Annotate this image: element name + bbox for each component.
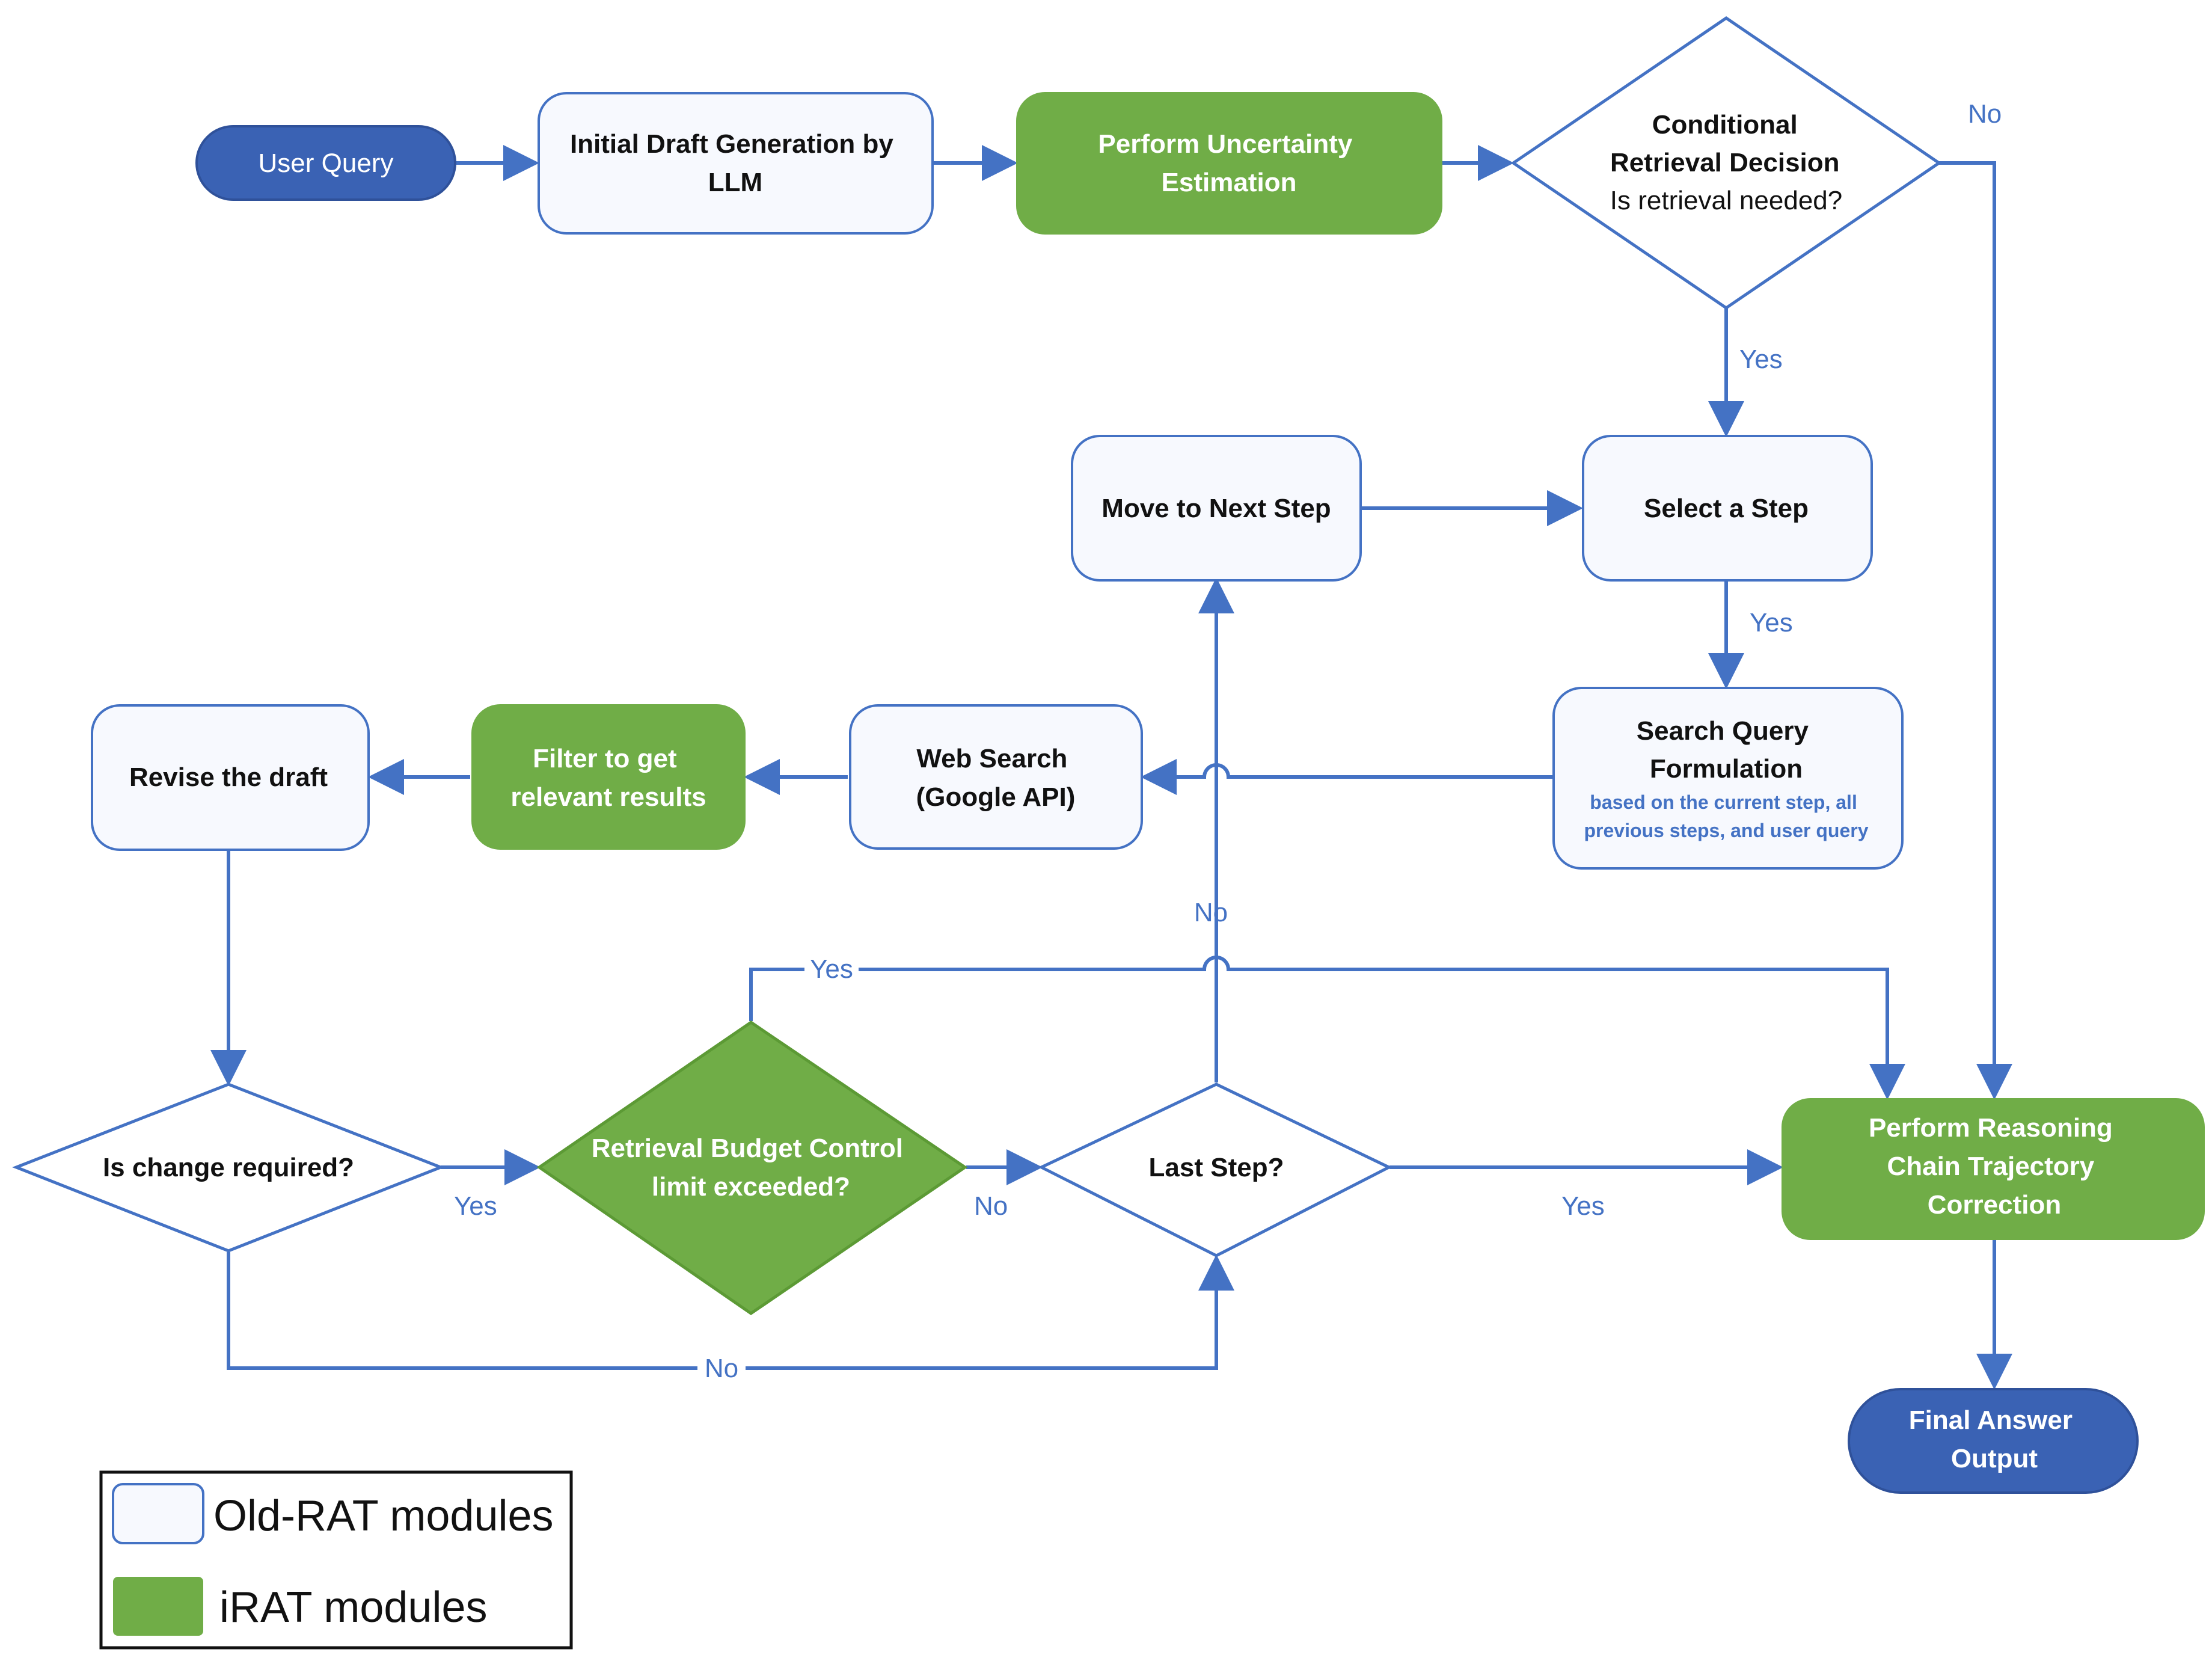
node-move-next-step: Move to Next Step xyxy=(1071,435,1362,582)
svg-text:Revise the draft: Revise the draft xyxy=(129,763,328,792)
node-last-step: Last Step? xyxy=(1038,1082,1392,1257)
node-label: Estimation xyxy=(1162,168,1297,197)
node-web-search: Web Search (Google API) xyxy=(849,704,1143,850)
node-label: Final Answer xyxy=(1909,1405,2073,1435)
node-label: Retrieval Budget Control xyxy=(592,1134,903,1163)
node-label: Chain Trajectory xyxy=(1887,1152,2094,1181)
edge-label-budget-yes: Yes xyxy=(810,954,853,984)
node-label: Select a Step xyxy=(1644,494,1809,523)
svg-text:Retrieval Budget Control: Retrieval Budget Control limit exceeded? xyxy=(592,1134,911,1202)
node-uncertainty: Perform Uncertainty Estimation xyxy=(1016,92,1442,235)
node-change-required: Is change required? xyxy=(12,1082,445,1253)
node-label: Initial Draft Generation by xyxy=(570,129,893,159)
node-filter: Filter to get relevant results xyxy=(471,704,746,850)
svg-text:Move to Next Step: Move to Next Step xyxy=(1101,494,1331,523)
node-label: Web Search xyxy=(916,744,1067,773)
node-label: Filter to get xyxy=(533,744,677,773)
edge-label-conditional-no: No xyxy=(1968,99,2002,129)
node-revise-draft: Revise the draft xyxy=(91,704,370,851)
edge-budget-yes-to-reasoning xyxy=(749,956,1905,1100)
node-label: Perform Uncertainty xyxy=(1098,129,1353,159)
legend-label-new: iRAT modules xyxy=(219,1583,488,1632)
node-label: User Query xyxy=(259,149,394,178)
svg-text:Final Answer Output: Final Answer Output xyxy=(1909,1405,2080,1473)
node-label: Formulation xyxy=(1650,754,1803,784)
svg-text:Select a Step: Select a Step xyxy=(1644,494,1809,523)
node-conditional-decision: Conditional Retrieval Decision Is retrie… xyxy=(1510,16,1942,310)
node-label: Correction xyxy=(1928,1190,2061,1220)
legend-label-old: Old-RAT modules xyxy=(213,1492,554,1540)
legend: Old-RAT modules iRAT modules xyxy=(99,1470,573,1650)
edge-label-budget-no: No xyxy=(974,1191,1008,1221)
node-user-query: User Query xyxy=(195,125,456,201)
node-label: Is change required? xyxy=(103,1153,354,1182)
edge-label-change-no: No xyxy=(705,1354,738,1383)
legend-swatch-old xyxy=(112,1483,204,1544)
node-label: Retrieval Decision xyxy=(1610,148,1840,177)
edge-label-laststep-no: No xyxy=(1194,898,1228,927)
node-label: Revise the draft xyxy=(129,763,328,792)
node-search-query: Search Query Formulation based on the cu… xyxy=(1552,687,1904,870)
legend-swatch-new xyxy=(113,1577,203,1636)
node-label: limit exceeded? xyxy=(652,1172,850,1202)
svg-text:Search Query Formulation: Search Query Formulation xyxy=(1637,716,1816,784)
node-budget-control: Retrieval Budget Control limit exceeded? xyxy=(536,1020,968,1316)
node-note: based on the current step, all xyxy=(1590,791,1857,813)
node-label: Conditional xyxy=(1652,110,1798,140)
edge-labels: No Yes Yes No Yes Yes No Yes No xyxy=(454,99,2002,1383)
edge-label-change-yes: Yes xyxy=(454,1191,497,1221)
node-label: relevant results xyxy=(510,782,706,812)
svg-text:User Query: User Query xyxy=(259,149,394,178)
svg-text:based on the current step, all: based on the current step, all previous … xyxy=(1584,791,1868,841)
edge-conditional-no-to-reasoning xyxy=(1939,161,2012,1100)
svg-text:Perform Reasoning Chain: Perform Reasoning Chain Trajectory Corre… xyxy=(1869,1113,2120,1220)
svg-text:Filter to get relevant r: Filter to get relevant results xyxy=(510,744,706,812)
svg-text:Last Step?: Last Step? xyxy=(1149,1153,1284,1182)
node-initial-draft: Initial Draft Generation by LLM xyxy=(538,92,934,235)
node-label: Is retrieval needed? xyxy=(1610,186,1842,215)
node-select-step: Select a Step xyxy=(1582,435,1873,582)
node-reasoning-correction: Perform Reasoning Chain Trajectory Corre… xyxy=(1782,1098,2205,1240)
node-final-answer: Final Answer Output xyxy=(1848,1388,2139,1494)
edge-label-conditional-yes: Yes xyxy=(1739,345,1783,374)
edge-label-select-yes: Yes xyxy=(1750,608,1793,637)
node-label: Move to Next Step xyxy=(1101,494,1331,523)
svg-text:Is change required?: Is change required? xyxy=(103,1153,354,1182)
edge-label-laststep-yes: Yes xyxy=(1561,1191,1605,1221)
svg-text:Perform Uncertainty Esti: Perform Uncertainty Estimation xyxy=(1098,129,1359,197)
node-note: previous steps, and user query xyxy=(1584,820,1868,841)
node-label: Last Step? xyxy=(1149,1153,1284,1182)
node-label: Perform Reasoning xyxy=(1869,1113,2113,1143)
svg-text:Conditional Retrieval De: Conditional Retrieval Decision Is retrie… xyxy=(1610,110,1842,215)
svg-text:Initial Draft Generation by: Initial Draft Generation by LLM xyxy=(570,129,901,197)
node-label: LLM xyxy=(708,168,762,197)
edge-search-to-websearch xyxy=(1141,759,1554,795)
node-label: Search Query xyxy=(1637,716,1809,746)
svg-text:Web Search (Google API): Web Search (Google API) xyxy=(916,744,1076,812)
node-label: Output xyxy=(1951,1444,2038,1473)
node-label: (Google API) xyxy=(916,782,1076,812)
